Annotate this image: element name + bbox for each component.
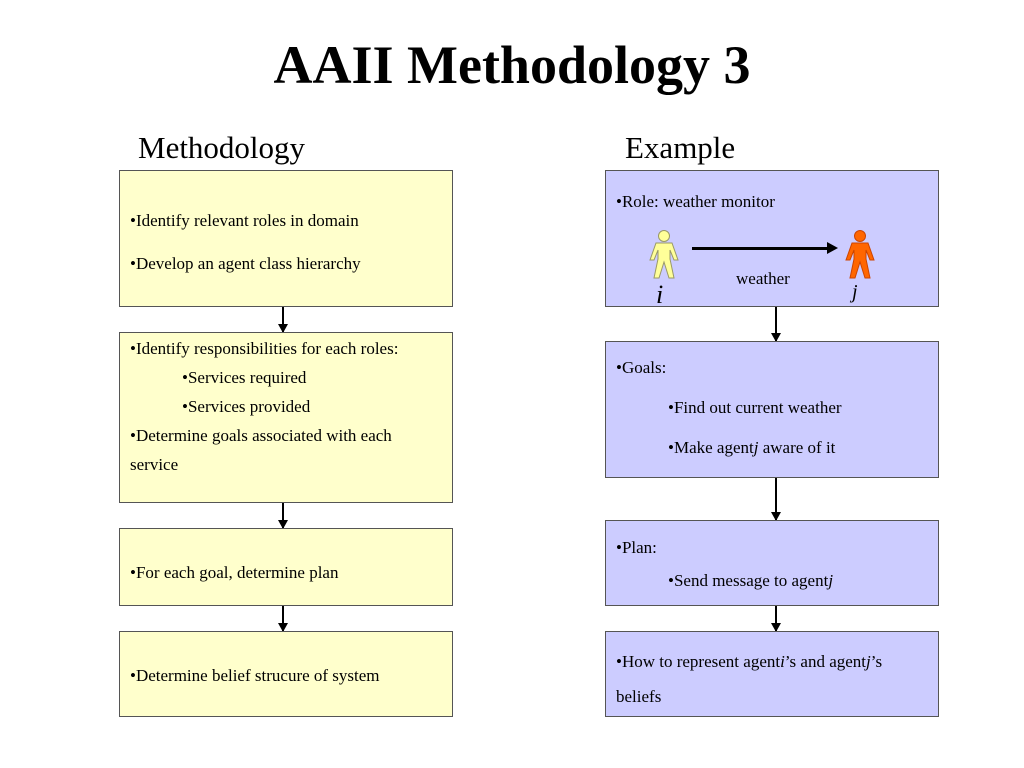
step-text: •For each goal, determine plan xyxy=(130,563,339,582)
goal-item: •Make agentj aware of it xyxy=(668,438,836,457)
flow-arrow xyxy=(771,307,781,342)
beliefs-text: •How to represent agenti’s and agentj’s … xyxy=(616,652,883,706)
example-plan-box: •Plan: •Send message to agentj xyxy=(605,520,939,606)
message-arrow xyxy=(692,242,838,254)
goal-item: •Find out current weather xyxy=(668,398,842,417)
step-text: •Determine belief strucure of system xyxy=(130,666,380,685)
step-text: •Identify responsibilities for each role… xyxy=(130,339,399,358)
message-label: weather xyxy=(736,269,790,288)
goals-heading: •Goals: xyxy=(616,358,667,377)
example-beliefs-box: •How to represent agenti’s and agentj’s … xyxy=(605,631,939,717)
step-text: •Identify relevant roles in domain xyxy=(130,211,359,230)
step-text: •Determine goals associated with each se… xyxy=(130,426,392,474)
flow-arrow xyxy=(278,307,288,333)
example-goals-box: •Goals: •Find out current weather •Make … xyxy=(605,341,939,478)
role-text: •Role: weather monitor xyxy=(616,192,775,211)
flow-arrow xyxy=(771,606,781,632)
step-subtext: •Services provided xyxy=(182,397,311,416)
step-subtext: •Services required xyxy=(182,368,307,387)
methodology-step-plan: •For each goal, determine plan xyxy=(119,528,453,606)
agent-j-person-icon xyxy=(845,230,875,279)
agent-j-label: j xyxy=(852,281,858,303)
agent-i-person-icon xyxy=(649,230,679,279)
agent-i-label: i xyxy=(656,280,664,309)
slide-title: AAII Methodology 3 xyxy=(273,35,751,95)
methodology-step-beliefs: •Determine belief strucure of system xyxy=(119,631,453,717)
flow-arrow xyxy=(278,503,288,529)
methodology-step-responsibilities: •Identify responsibilities for each role… xyxy=(119,332,453,503)
methodology-step-roles: •Identify relevant roles in domain •Deve… xyxy=(119,170,453,307)
example-heading: Example xyxy=(625,130,736,165)
plan-item: •Send message to agentj xyxy=(668,571,834,590)
flow-arrow xyxy=(278,606,288,632)
step-text: •Develop an agent class hierarchy xyxy=(130,254,361,273)
methodology-heading: Methodology xyxy=(138,130,306,165)
flow-arrow xyxy=(771,478,781,521)
plan-heading: •Plan: xyxy=(616,538,657,557)
